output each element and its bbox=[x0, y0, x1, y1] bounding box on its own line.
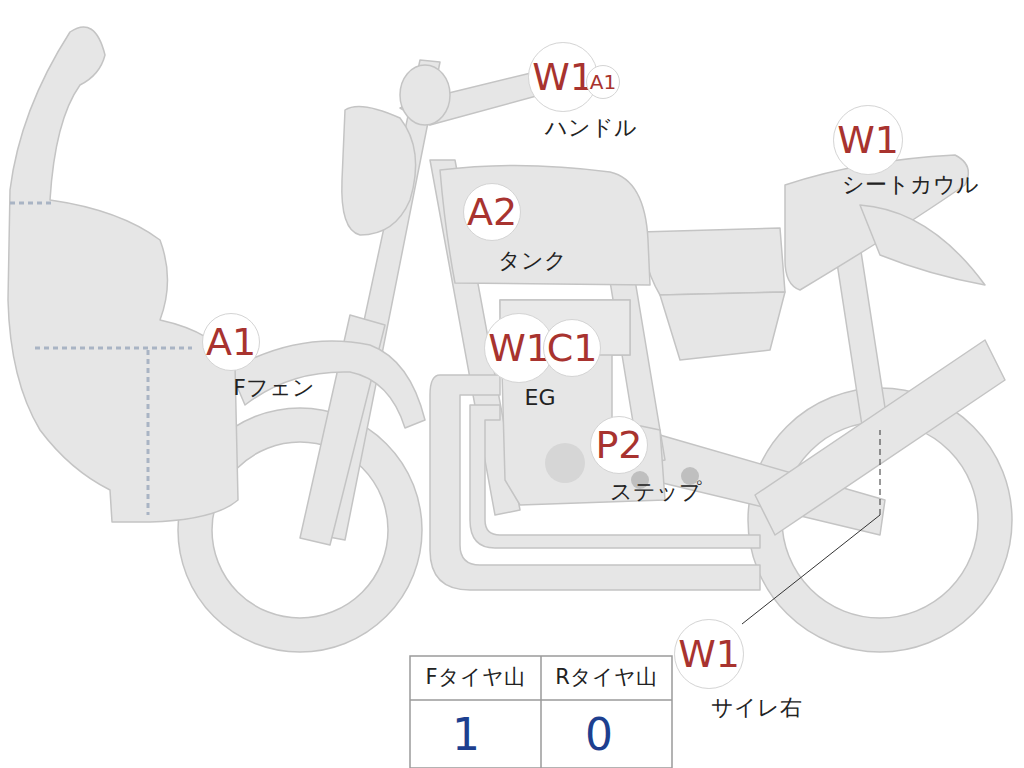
silencer bbox=[755, 340, 1005, 535]
table-value: 0 bbox=[585, 711, 613, 759]
tread-table bbox=[410, 656, 672, 768]
damage-code-circle: W1 bbox=[833, 105, 903, 175]
handle-grip bbox=[400, 65, 450, 125]
leader-line bbox=[742, 515, 880, 624]
damage-code-circle: C1 bbox=[543, 319, 602, 378]
part-name: ハンドル bbox=[545, 116, 637, 140]
engine-cover bbox=[545, 443, 585, 483]
table-header: Rタイヤ山 bbox=[555, 666, 657, 689]
damage-code: C1 bbox=[547, 329, 598, 367]
part-name: Fフェン bbox=[233, 376, 315, 400]
seat bbox=[640, 228, 785, 295]
part-name: シートカウル bbox=[842, 173, 979, 197]
part-name: EG bbox=[525, 386, 556, 410]
side-cover bbox=[660, 292, 785, 360]
damage-code: P2 bbox=[595, 426, 642, 464]
tail-fender bbox=[860, 205, 985, 285]
damage-code-circle: A1 bbox=[202, 313, 260, 371]
part-name: ステップ bbox=[610, 480, 702, 504]
table-rule bbox=[540, 656, 542, 768]
damage-code-circle: A2 bbox=[463, 183, 521, 241]
panel-line bbox=[147, 350, 150, 515]
panel-line bbox=[35, 347, 192, 350]
damage-code: A2 bbox=[467, 193, 517, 231]
headlight bbox=[342, 106, 416, 235]
damage-code: W1 bbox=[488, 329, 550, 367]
damage-code-circle: W1 bbox=[674, 619, 744, 689]
leader-line bbox=[880, 430, 881, 515]
fuel-tank bbox=[440, 165, 650, 285]
panel-line bbox=[10, 202, 52, 205]
front-fender bbox=[230, 341, 425, 428]
front-wheel-inner bbox=[212, 442, 388, 618]
damage-code: A1 bbox=[206, 323, 256, 361]
table-value: 1 bbox=[452, 711, 480, 759]
damage-code-circle: P2 bbox=[590, 416, 648, 474]
table-header: Fタイヤ山 bbox=[425, 666, 524, 689]
damage-code: W1 bbox=[532, 58, 594, 96]
part-name: タンク bbox=[498, 249, 567, 273]
damage-code: W1 bbox=[837, 121, 899, 159]
front-fairing bbox=[8, 27, 238, 522]
part-name: サイレ右 bbox=[711, 696, 802, 720]
damage-code-circle: A1 bbox=[586, 65, 620, 99]
damage-code: W1 bbox=[678, 635, 740, 673]
damage-code: A1 bbox=[590, 72, 616, 92]
